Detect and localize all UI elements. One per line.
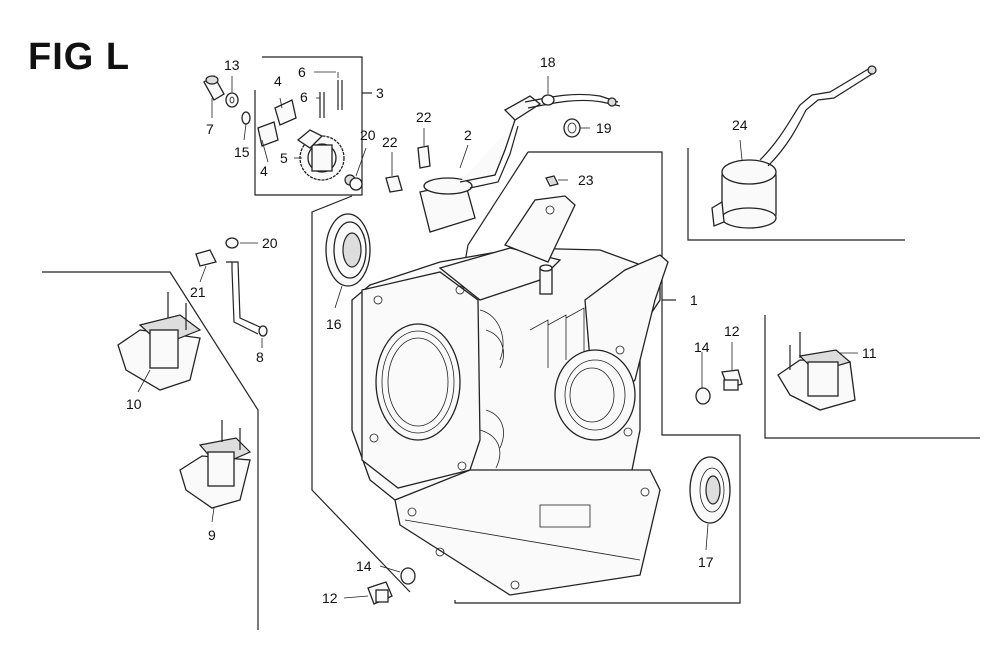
part-17-oil-seal bbox=[689, 456, 731, 524]
callout-8: 8 bbox=[256, 349, 264, 365]
callout-20-top: 20 bbox=[360, 127, 376, 143]
callout-1: 1 bbox=[690, 292, 698, 308]
callout-6-mid: 6 bbox=[300, 89, 308, 105]
callout-24: 24 bbox=[732, 117, 748, 133]
callout-21: 21 bbox=[190, 284, 206, 300]
part-2-oil-switch bbox=[419, 95, 542, 233]
part-13-washer bbox=[225, 92, 239, 108]
part-15-clip bbox=[241, 111, 251, 125]
callout-14-bottom: 14 bbox=[356, 558, 372, 574]
part-6-pins bbox=[319, 80, 343, 118]
callout-13: 13 bbox=[224, 57, 240, 73]
part-11-engine-mount bbox=[777, 332, 856, 411]
callout-22-top: 22 bbox=[416, 109, 432, 125]
callout-16: 16 bbox=[326, 316, 342, 332]
callout-3: 3 bbox=[376, 85, 384, 101]
callout-20-left: 20 bbox=[262, 235, 278, 251]
part-24-oil-alert bbox=[711, 65, 877, 229]
part-19-grommet bbox=[563, 118, 581, 138]
part-23-nut bbox=[545, 175, 559, 187]
part-18-wire bbox=[524, 93, 621, 109]
part-4-plates bbox=[257, 99, 297, 147]
callout-9: 9 bbox=[208, 527, 216, 543]
callout-23: 23 bbox=[578, 172, 594, 188]
callout-4-top: 4 bbox=[274, 73, 282, 89]
part-22-bolts bbox=[385, 145, 431, 193]
callout-4-bottom: 4 bbox=[260, 163, 268, 179]
callout-labels: 1 2 3 4 4 5 6 6 7 8 9 10 11 12 12 13 14 … bbox=[126, 54, 877, 606]
callout-5: 5 bbox=[280, 150, 288, 166]
part-5-gear bbox=[296, 129, 356, 186]
callout-12-bottom: 12 bbox=[322, 590, 338, 606]
callout-11: 11 bbox=[862, 345, 877, 361]
callout-12-right: 12 bbox=[724, 323, 740, 339]
part-9-engine-mount bbox=[179, 420, 252, 509]
part-8-tube bbox=[226, 261, 268, 337]
part-12-14-drain-bottom bbox=[367, 567, 416, 605]
group-frame-lines bbox=[42, 56, 980, 630]
callout-14-right: 14 bbox=[694, 339, 710, 355]
callout-6-top: 6 bbox=[298, 64, 306, 80]
callout-7: 7 bbox=[206, 121, 214, 137]
part-21-clip bbox=[195, 249, 217, 267]
callout-22-left: 22 bbox=[382, 134, 398, 150]
callout-10: 10 bbox=[126, 396, 142, 412]
callout-17: 17 bbox=[698, 554, 714, 570]
callout-2: 2 bbox=[464, 127, 472, 143]
leader-lines bbox=[137, 71, 858, 599]
figure-title: FIG L bbox=[28, 36, 131, 78]
crankcase-part bbox=[351, 195, 669, 596]
callout-19: 19 bbox=[596, 120, 612, 136]
part-10-engine-mount bbox=[117, 292, 202, 391]
part-20-washer bbox=[225, 177, 363, 249]
part-7-bolt bbox=[203, 75, 225, 101]
callout-15: 15 bbox=[234, 144, 250, 160]
callout-18: 18 bbox=[540, 54, 556, 70]
part-12-14-drain-right bbox=[695, 369, 743, 405]
part-16-bearing bbox=[325, 213, 371, 287]
